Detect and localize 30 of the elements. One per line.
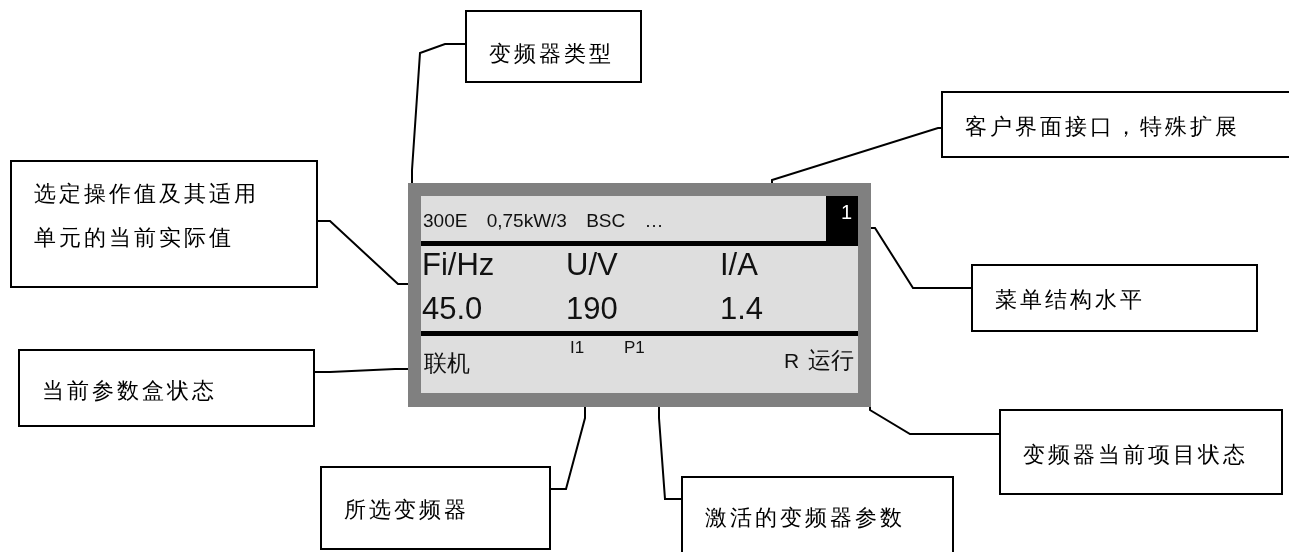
level-indicator: 1 — [826, 196, 858, 243]
leader-line — [771, 127, 942, 184]
display-text: Fi/Hz — [422, 249, 495, 280]
display-text: 45.0 — [422, 293, 483, 324]
callout-box: 菜单结构水平 — [971, 264, 1258, 332]
leader-line — [411, 43, 466, 184]
leader-line — [870, 227, 972, 289]
lcd-display — [408, 183, 871, 407]
display-text: 300E 0,75kW/3 BSC … — [423, 211, 664, 230]
display-text: 联机 — [424, 352, 470, 375]
display-text: 运行 — [808, 349, 854, 372]
leader-line — [317, 220, 409, 285]
display-text: P1 — [624, 339, 645, 356]
display-text: 1.4 — [720, 293, 764, 324]
display-text: U/V — [566, 249, 618, 280]
callout-box: 当前参数盒状态 — [18, 349, 315, 427]
display-text: 190 — [566, 293, 618, 324]
leader-line — [314, 368, 409, 373]
callout-box: 所选变频器 — [320, 466, 551, 550]
display-text: I1 — [570, 339, 585, 356]
callout-box: 变频器类型 — [465, 10, 642, 83]
leader-line — [550, 406, 586, 490]
leader-line — [658, 406, 682, 500]
leader-line — [869, 406, 1000, 435]
callout-box: 激活的变频器参数 — [681, 476, 954, 552]
callout-box: 选定操作值及其适用单元的当前实际值 — [10, 160, 318, 288]
callout-box: 变频器当前项目状态 — [999, 409, 1283, 495]
display-text: I/A — [720, 249, 758, 280]
callout-box: 客户界面接口，特殊扩展 — [941, 91, 1289, 158]
display-text: R — [784, 350, 800, 371]
